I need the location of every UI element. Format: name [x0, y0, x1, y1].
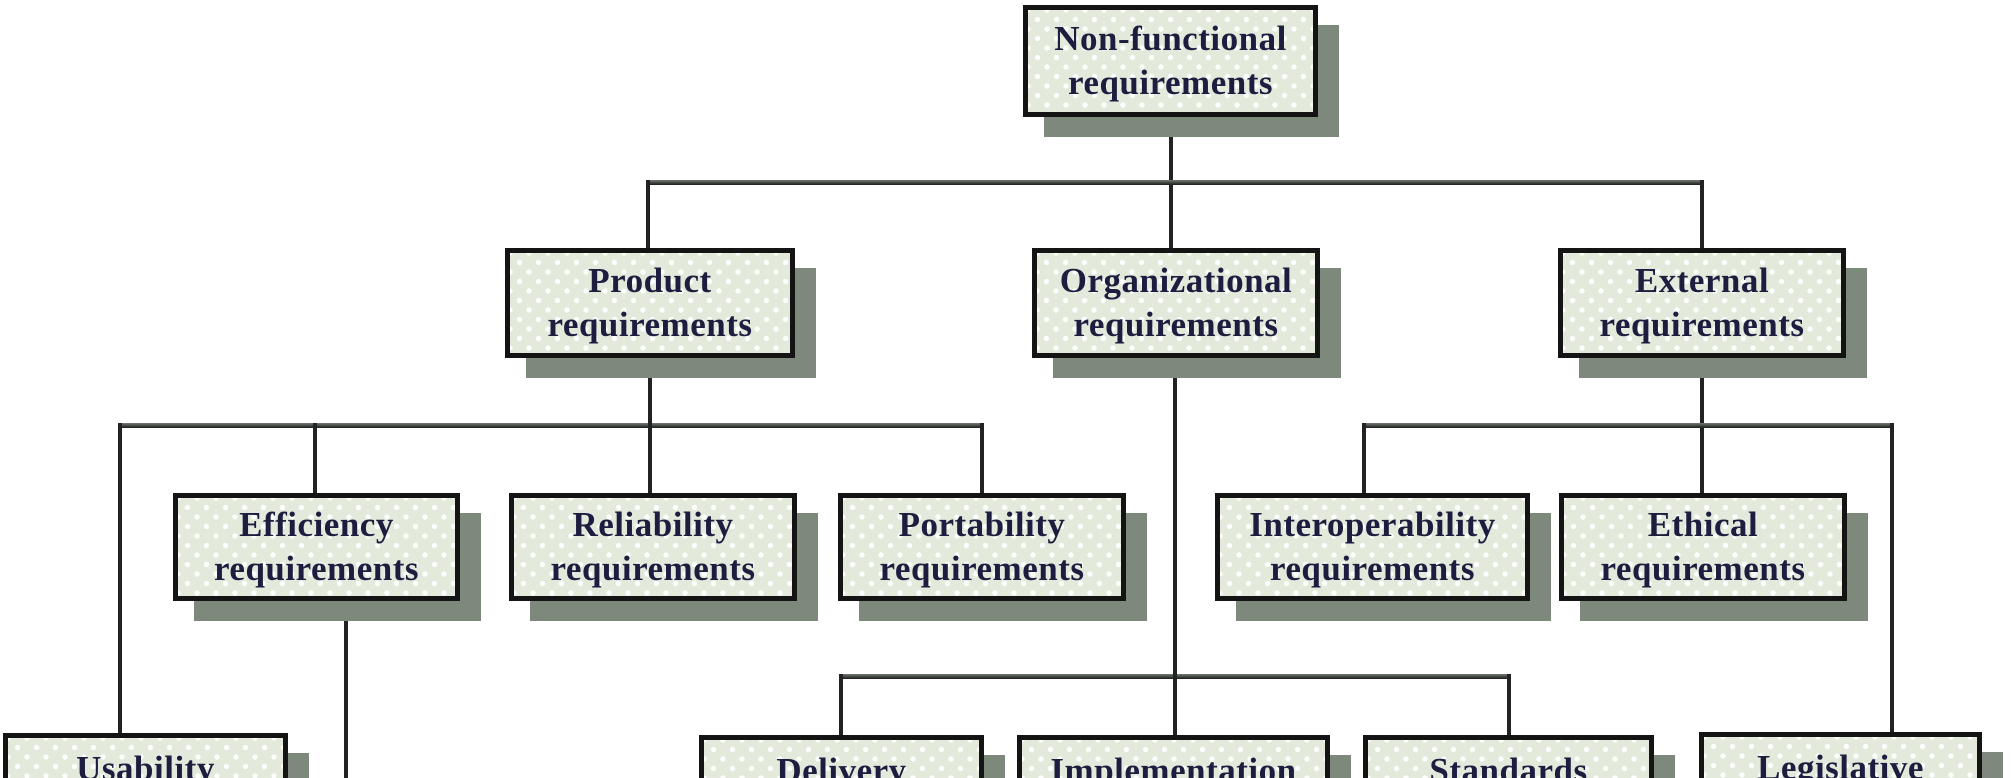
connector-line [1507, 674, 1511, 737]
connector-line [646, 180, 1704, 185]
node-non-functional-requirements: Non-functional requirements [1023, 5, 1318, 117]
node-label: Delivery [776, 751, 907, 778]
connector-line [648, 423, 652, 495]
connector-line [1362, 423, 1366, 495]
node-organizational-requirements: Organizational requirements [1032, 248, 1320, 358]
node-external-requirements: External requirements [1558, 248, 1846, 358]
connector-line [980, 423, 984, 495]
connector-line [1173, 356, 1177, 678]
connector-line [344, 599, 348, 778]
node-label: Implementation [1050, 751, 1297, 778]
node-delivery: Delivery [699, 735, 984, 778]
connector-line [1700, 180, 1704, 250]
connector-line [118, 423, 122, 735]
node-label: Non-functional requirements [1054, 19, 1287, 102]
node-label: Reliability requirements [550, 505, 756, 588]
node-implementation: Implementation [1017, 735, 1330, 778]
node-label: Legislative [1757, 748, 1924, 778]
node-label: Organizational requirements [1059, 261, 1293, 344]
connector-line [648, 356, 652, 426]
node-label: Usability [76, 749, 215, 778]
connector-line [1362, 423, 1894, 428]
connector-line [646, 180, 650, 250]
node-legislative: Legislative [1699, 732, 1982, 778]
node-label: Standards [1429, 751, 1588, 778]
node-interoperability-requirements: Interoperability requirements [1215, 493, 1530, 601]
node-label: External requirements [1599, 261, 1805, 344]
connector-line [313, 423, 317, 495]
node-label: Interoperability requirements [1249, 505, 1496, 588]
node-label: Product requirements [547, 261, 753, 344]
connector-line [1890, 423, 1894, 734]
node-product-requirements: Product requirements [505, 248, 795, 358]
node-label: Portability requirements [879, 505, 1085, 588]
connector-line [1173, 674, 1177, 737]
node-ethical-requirements: Ethical requirements [1559, 493, 1847, 601]
node-label: Efficiency requirements [214, 505, 419, 588]
node-usability: Usability [3, 733, 288, 778]
connector-line [839, 674, 843, 737]
node-label: Ethical requirements [1600, 505, 1806, 588]
node-portability-requirements: Portability requirements [838, 493, 1126, 601]
node-efficiency-requirements: Efficiency requirements [173, 493, 460, 601]
node-reliability-requirements: Reliability requirements [509, 493, 797, 601]
connector-line [118, 423, 984, 428]
node-standards: Standards [1363, 735, 1654, 778]
